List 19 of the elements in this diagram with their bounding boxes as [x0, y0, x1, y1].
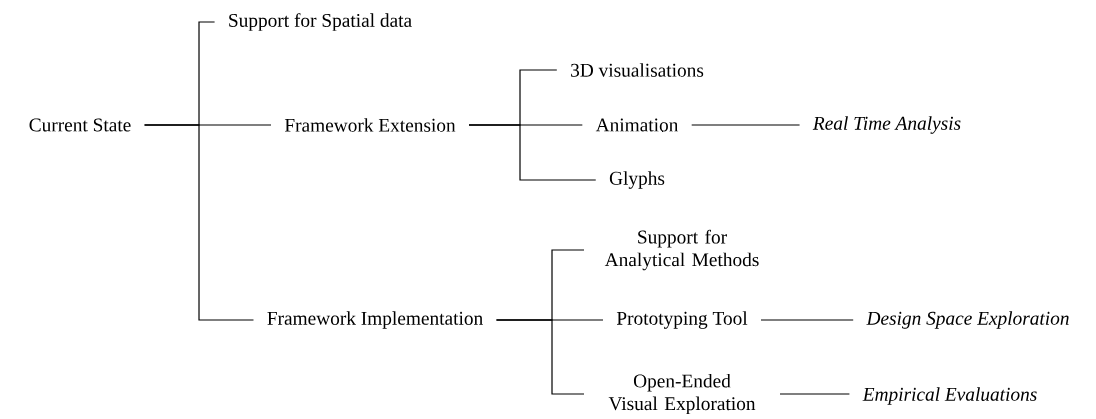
- connector-line: [691, 124, 801, 126]
- branch-label: 3D visualisations: [571, 63, 704, 77]
- connector-line: [495, 319, 585, 395]
- branch-label: Prototyping Tool: [616, 311, 748, 329]
- connector-line: [779, 393, 850, 395]
- outcome-label: Design Space Exploration: [866, 311, 1069, 329]
- branch-label: Support for Spatial data: [229, 13, 412, 31]
- branch-label: Framework Implementation: [267, 311, 483, 329]
- connector-line: [760, 319, 854, 321]
- branch-label: Open-Ended Visual Exploration: [608, 373, 756, 415]
- outcome-label: Real Time Analysis: [812, 116, 961, 134]
- branch-label: Framework Extension: [284, 118, 456, 132]
- connector-line: [144, 124, 255, 321]
- branch-label: Current State: [29, 118, 131, 132]
- connector-line: [468, 124, 597, 181]
- outcome-label: Empirical Evaluations: [862, 387, 1037, 405]
- branch-label: Glyphs: [609, 171, 665, 189]
- branch-label: Support for Analytical Methods: [604, 229, 759, 271]
- branch-label: Animation: [595, 118, 679, 132]
